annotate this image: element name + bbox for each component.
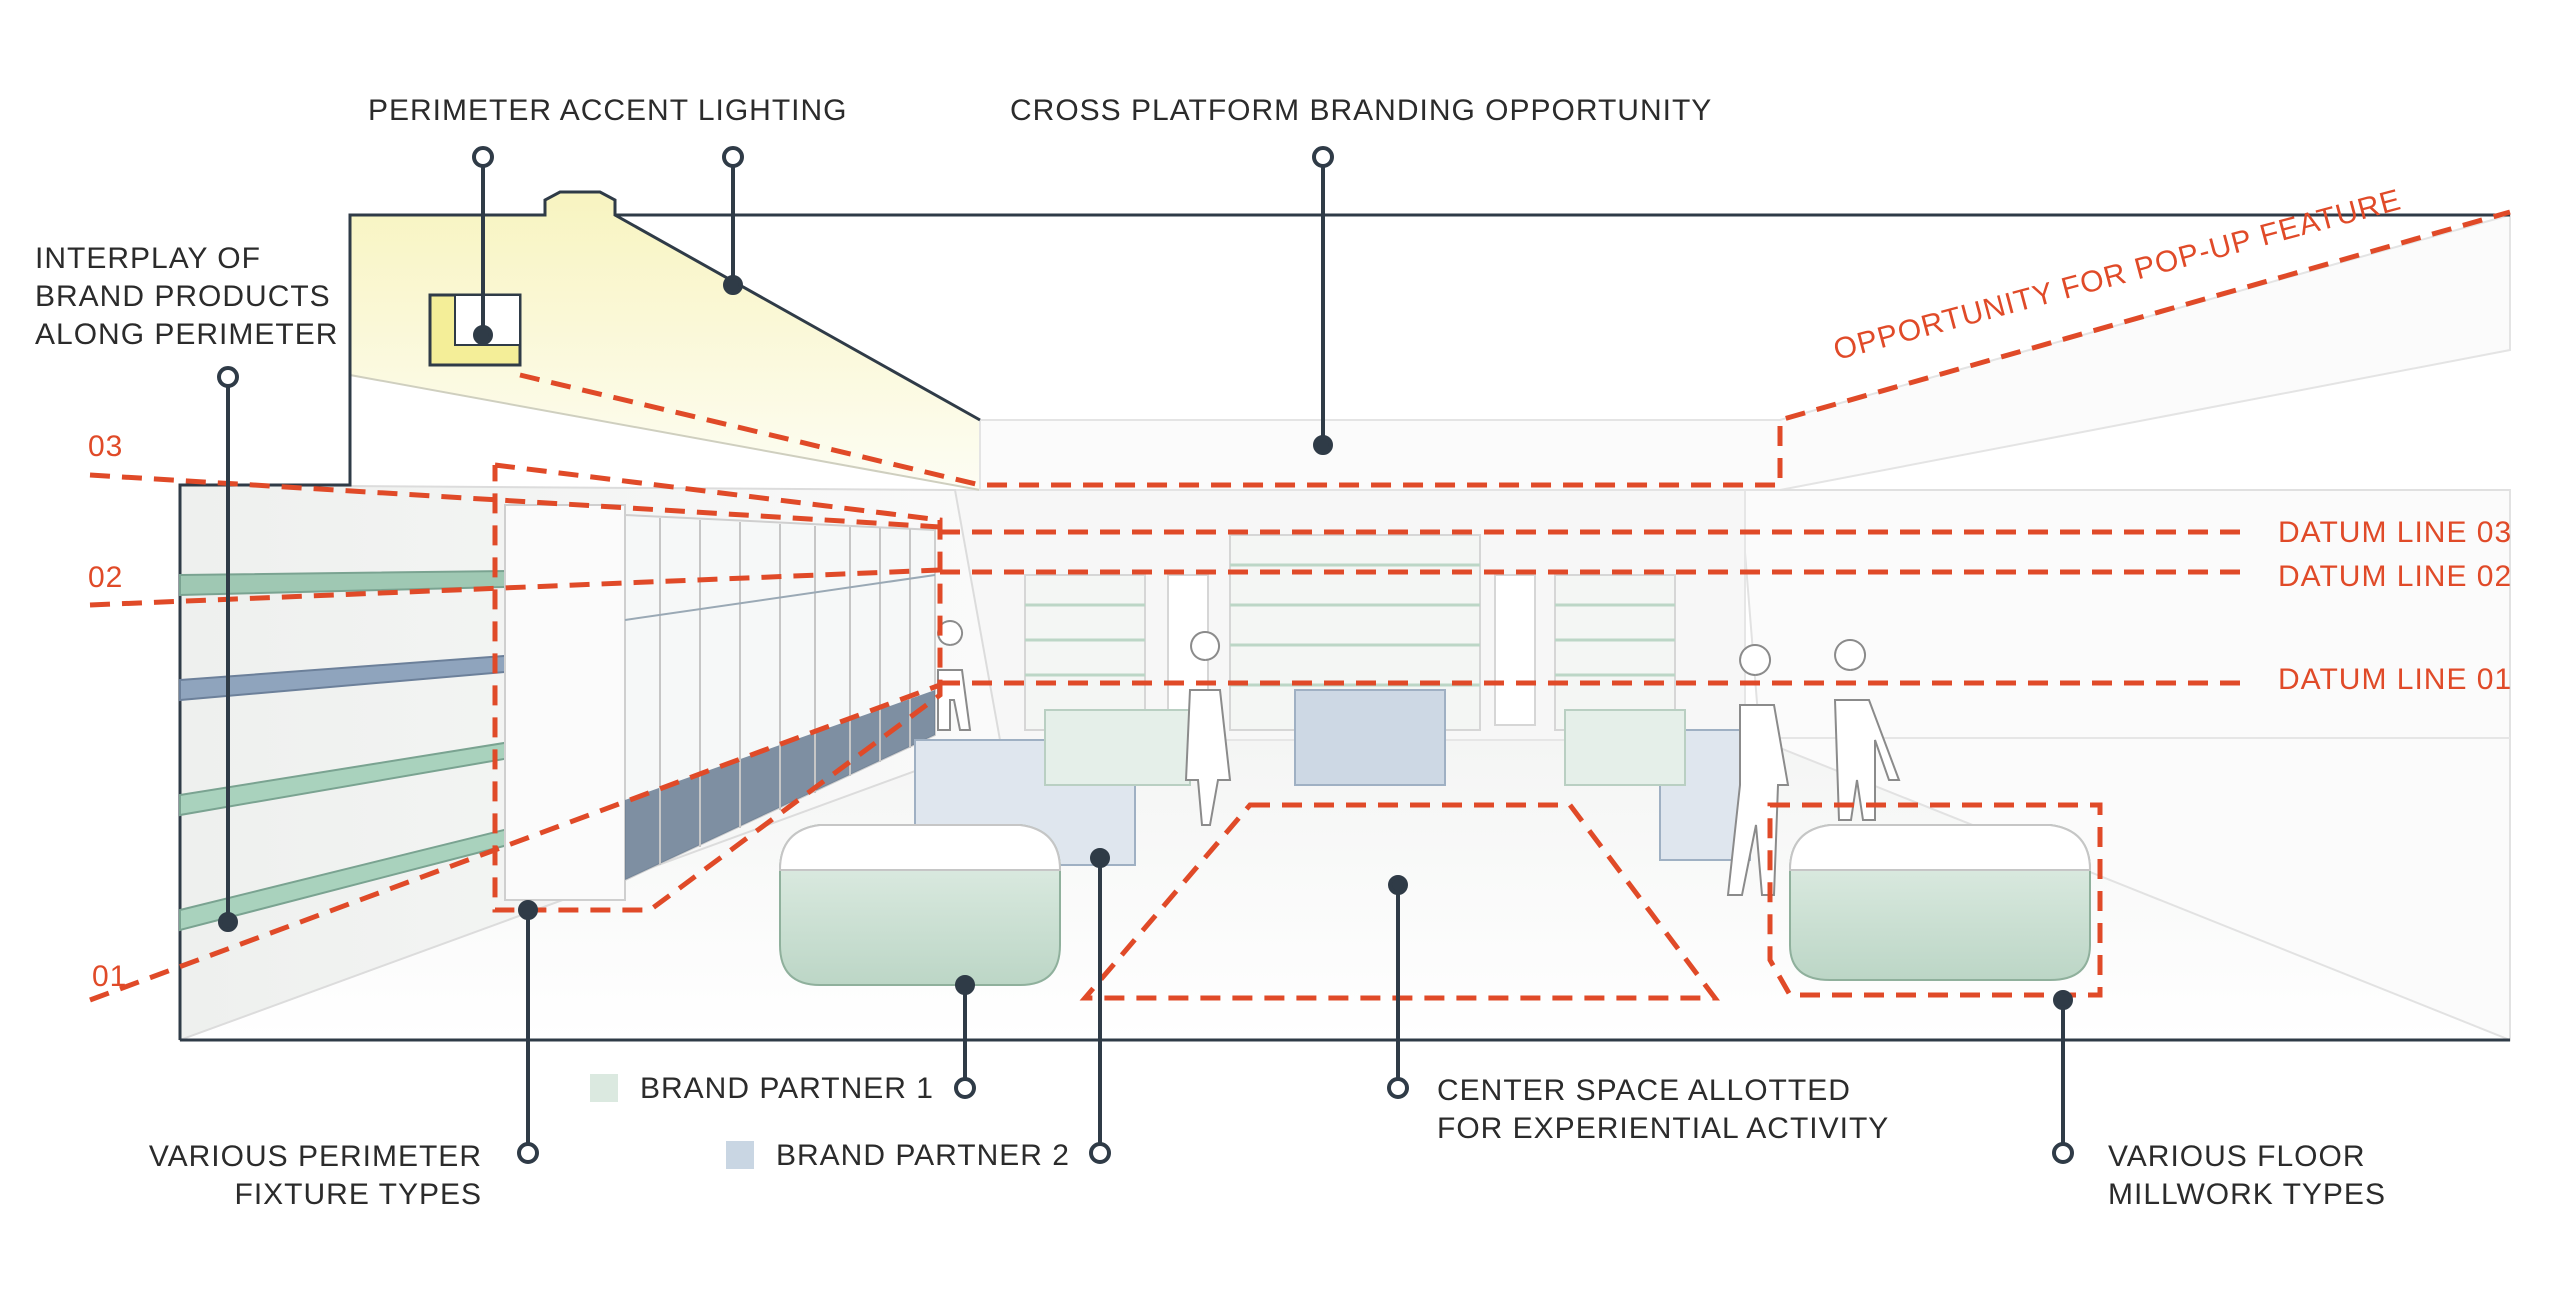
label-level-01: 01 (92, 960, 128, 993)
label-various-perimeter-fixtures: VARIOUS PERIMETER FIXTURE TYPES (148, 1140, 482, 1211)
datum-line-02 (89, 567, 941, 608)
ceiling-panel (979, 213, 2511, 491)
datum-line-01 (89, 682, 941, 1003)
label-center-space: CENTER SPACE ALLOTTED FOR EXPERIENTIAL A… (1437, 1074, 1890, 1145)
perimeter-fixture-zone (492, 462, 943, 913)
floor-millwork-zone (1767, 802, 2103, 998)
label-various-floor-millwork: VARIOUS FLOOR MILLWORK TYPES (2108, 1140, 2386, 1211)
light-cove-inner (454, 294, 521, 346)
datum-lines (89, 209, 2511, 1003)
wall-cases (504, 504, 936, 901)
legend-label-partner-1: BRAND PARTNER 1 (640, 1072, 934, 1105)
label-perimeter-accent-lighting: PERIMETER ACCENT LIGHTING (368, 94, 848, 127)
legend-swatch-partner-1 (590, 1074, 618, 1102)
label-interplay-brand-products: INTERPLAY OF BRAND PRODUCTS ALONG PERIME… (35, 242, 339, 351)
label-datum-line-01: DATUM LINE 01 (2278, 663, 2513, 696)
label-level-03: 03 (88, 430, 124, 463)
back-wall-fixtures (1024, 534, 1676, 786)
legend-label-partner-2: BRAND PARTNER 2 (776, 1139, 1070, 1172)
center-activity-zone (1079, 802, 1721, 1001)
datum-line-03 (89, 472, 941, 530)
perimeter-shelves (179, 568, 586, 932)
floor-millwork (778, 709, 2092, 986)
label-datum-line-03: DATUM LINE 03 (2278, 516, 2513, 549)
label-datum-line-02: DATUM LINE 02 (2278, 560, 2513, 593)
legend-swatch-partner-2 (726, 1141, 754, 1169)
shopper-figures (937, 620, 1901, 896)
label-level-02: 02 (88, 561, 124, 594)
leader-lines (217, 146, 2074, 1164)
label-cross-platform-branding: CROSS PLATFORM BRANDING OPPORTUNITY (1010, 94, 1713, 127)
